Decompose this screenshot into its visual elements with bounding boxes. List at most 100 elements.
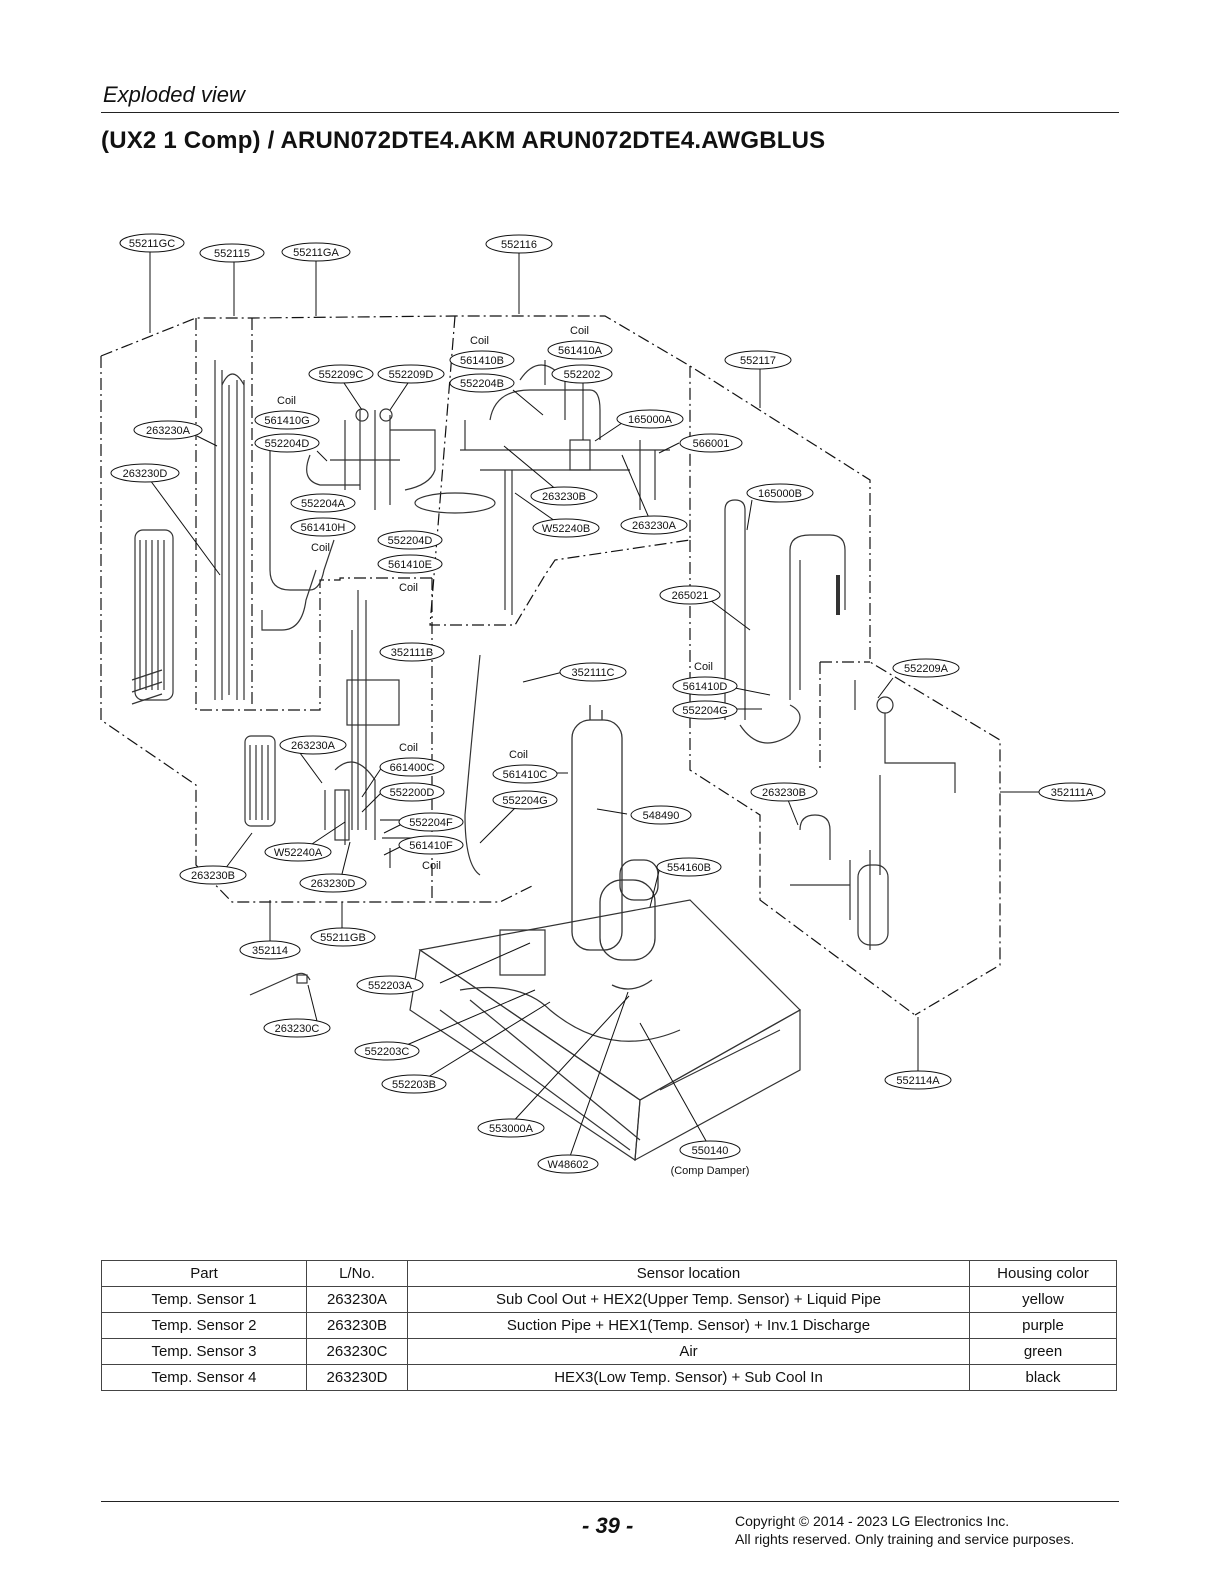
svg-text:Coil: Coil xyxy=(422,860,441,872)
callout-263230A: 263230A xyxy=(133,420,203,440)
svg-text:561410B: 561410B xyxy=(460,355,504,367)
cell-lno: 263230B xyxy=(306,1312,408,1339)
cell-sensor-location: HEX3(Low Temp. Sensor) + Sub Cool In xyxy=(407,1364,970,1391)
svg-text:552204D: 552204D xyxy=(388,535,433,547)
cell-part: Temp. Sensor 1 xyxy=(101,1286,307,1313)
svg-text:554160B: 554160B xyxy=(667,862,711,874)
compressor-unit xyxy=(571,705,659,990)
callout-561410D: 561410D xyxy=(672,676,738,696)
callout-561410H: 561410H xyxy=(290,517,356,537)
svg-text:263230D: 263230D xyxy=(311,878,356,890)
svg-text:Coil: Coil xyxy=(399,582,418,594)
callout-552209D: 552209D xyxy=(377,364,445,384)
valve-assembly-center xyxy=(460,364,670,876)
cell-housing-color: green xyxy=(969,1338,1117,1365)
svg-text:561410G: 561410G xyxy=(264,415,309,427)
svg-text:W52240A: W52240A xyxy=(274,847,323,859)
svg-text:55211GB: 55211GB xyxy=(320,932,366,944)
svg-text:Coil: Coil xyxy=(570,325,589,337)
cell-lno: 263230D xyxy=(306,1364,408,1391)
svg-text:352111A: 352111A xyxy=(1051,787,1094,799)
svg-text:552209A: 552209A xyxy=(904,663,949,675)
section-title: Exploded view xyxy=(103,82,245,107)
svg-text:165000A: 165000A xyxy=(628,414,673,426)
callout-W52240B: W52240B xyxy=(532,518,600,538)
callout-165000B: 165000B xyxy=(746,483,814,503)
callout-W52240A: W52240A xyxy=(264,842,332,862)
svg-text:352111B: 352111B xyxy=(391,647,433,659)
svg-text:263230B: 263230B xyxy=(542,491,586,503)
column-header-lno: L/No. xyxy=(306,1260,408,1287)
svg-text:265021: 265021 xyxy=(672,590,709,602)
cell-lno: 263230C xyxy=(306,1338,408,1365)
table-row: Temp. Sensor 2 263230B Suction Pipe + HE… xyxy=(101,1312,1117,1339)
svg-text:Coil: Coil xyxy=(694,661,713,673)
cell-part: Temp. Sensor 3 xyxy=(101,1338,307,1365)
assembly-boundaries xyxy=(100,315,1001,1016)
callout-263230A-center: 263230A xyxy=(620,515,688,535)
callout-552204G-center: 552204G xyxy=(492,790,558,810)
svg-text:263230A: 263230A xyxy=(291,740,336,752)
svg-text:552204D: 552204D xyxy=(265,438,310,450)
svg-text:Coil: Coil xyxy=(399,742,418,754)
svg-text:566001: 566001 xyxy=(693,438,730,450)
callout-352111C: 352111C xyxy=(559,662,627,682)
column-header-part: Part xyxy=(101,1260,307,1287)
callout-552202: 552202 xyxy=(551,364,613,384)
callout-561410F: 561410F xyxy=(398,835,464,855)
svg-text:553000A: 553000A xyxy=(489,1123,534,1135)
cell-housing-color: yellow xyxy=(969,1286,1117,1313)
coil-labels: Coil Coil Coil Coil Coil Coil Coil Coil … xyxy=(277,325,713,872)
column-header-sensor-location: Sensor location xyxy=(407,1260,970,1287)
callout-55211GC: 55211GC xyxy=(119,233,185,253)
svg-text:552200D: 552200D xyxy=(390,787,435,799)
callout-552203B: 552203B xyxy=(381,1074,447,1094)
svg-text:552204F: 552204F xyxy=(409,817,453,829)
callout-553000A: 553000A xyxy=(477,1118,545,1138)
callout-352111B: 352111B xyxy=(379,642,445,662)
svg-text:561410A: 561410A xyxy=(558,345,603,357)
cell-lno: 263230A xyxy=(306,1286,408,1313)
part-callouts: 55211GC 552115 55211GA 552116 552117 263… xyxy=(110,233,1106,1174)
svg-text:Coil: Coil xyxy=(277,395,296,407)
svg-text:Coil: Coil xyxy=(470,335,489,347)
comp-damper-label: (Comp Damper) xyxy=(671,1165,750,1177)
callout-263230A-lower: 263230A xyxy=(279,735,347,755)
callout-548490: 548490 xyxy=(630,805,692,825)
svg-text:W48602: W48602 xyxy=(548,1159,589,1171)
svg-text:561410C: 561410C xyxy=(503,769,548,781)
svg-text:552203A: 552203A xyxy=(368,980,413,992)
svg-text:561410E: 561410E xyxy=(388,559,432,571)
svg-text:552209C: 552209C xyxy=(319,369,364,381)
callout-561410A: 561410A xyxy=(547,340,613,360)
svg-text:263230B: 263230B xyxy=(191,870,235,882)
temp-sensor-table: Part L/No. Sensor location Housing color… xyxy=(101,1260,1117,1391)
callout-352111A: 352111A xyxy=(1038,782,1106,802)
cell-sensor-location: Sub Cool Out + HEX2(Upper Temp. Sensor) … xyxy=(407,1286,970,1313)
callout-263230B-center: 263230B xyxy=(530,486,598,506)
callout-55211GB: 55211GB xyxy=(310,927,376,947)
svg-text:550140: 550140 xyxy=(692,1145,729,1157)
callout-661400C: 661400C xyxy=(379,757,445,777)
sensor-263230C-wire xyxy=(249,972,311,996)
svg-text:552203C: 552203C xyxy=(365,1046,410,1058)
cell-part: Temp. Sensor 2 xyxy=(101,1312,307,1339)
callout-552204A: 552204A xyxy=(290,493,356,513)
svg-text:55211GC: 55211GC xyxy=(129,238,175,250)
callout-550140: 550140 xyxy=(679,1140,741,1160)
svg-text:W52240B: W52240B xyxy=(542,523,590,535)
callout-55211GA: 55211GA xyxy=(281,242,351,262)
svg-text:263230A: 263230A xyxy=(146,425,191,437)
exploded-view-diagram: 55211GC 552115 55211GA 552116 552117 263… xyxy=(100,233,1106,1177)
left-pipes xyxy=(214,360,335,700)
svg-text:352111C: 352111C xyxy=(571,667,614,679)
svg-text:165000B: 165000B xyxy=(758,488,802,500)
svg-text:661400C: 661400C xyxy=(390,762,435,774)
svg-text:561410F: 561410F xyxy=(409,840,453,852)
svg-text:552114A: 552114A xyxy=(896,1075,940,1087)
svg-text:552202: 552202 xyxy=(564,369,601,381)
base-frame xyxy=(409,899,801,1162)
callout-561410B: 561410B xyxy=(449,350,515,370)
svg-text:561410D: 561410D xyxy=(683,681,728,693)
callout-552204B: 552204B xyxy=(449,373,515,393)
